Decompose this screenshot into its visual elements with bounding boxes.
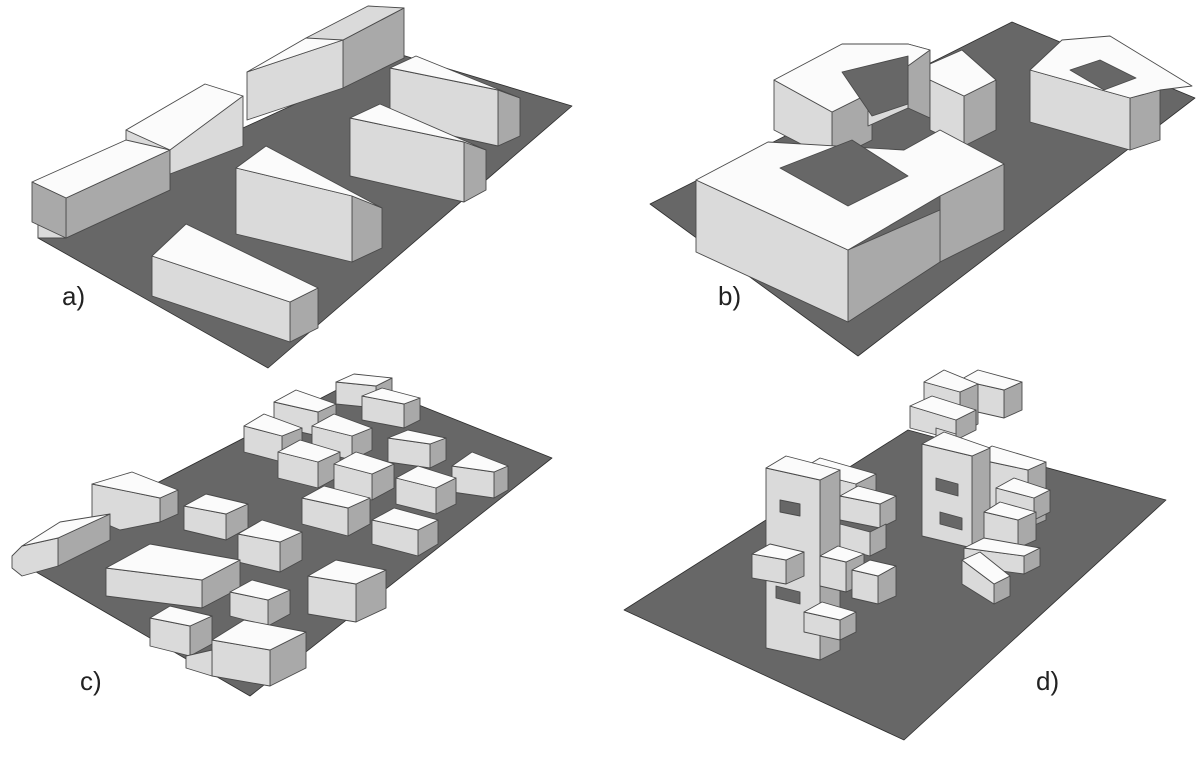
cluster-block (150, 606, 212, 656)
panel-label-c: c) (80, 666, 102, 696)
panel-a: a) (32, 6, 572, 368)
cluster-block (362, 388, 420, 428)
panel-b: b) (650, 22, 1195, 356)
panel-label-b: b) (718, 281, 741, 311)
panel-c: c) (12, 374, 552, 696)
panel-label-d: d) (1036, 666, 1059, 696)
cluster-block (308, 560, 386, 622)
panel-label-a: a) (62, 281, 85, 311)
tower-rear-top (910, 370, 1022, 446)
courtyard-block-front (696, 130, 1004, 322)
panel-d: d) (624, 370, 1166, 740)
